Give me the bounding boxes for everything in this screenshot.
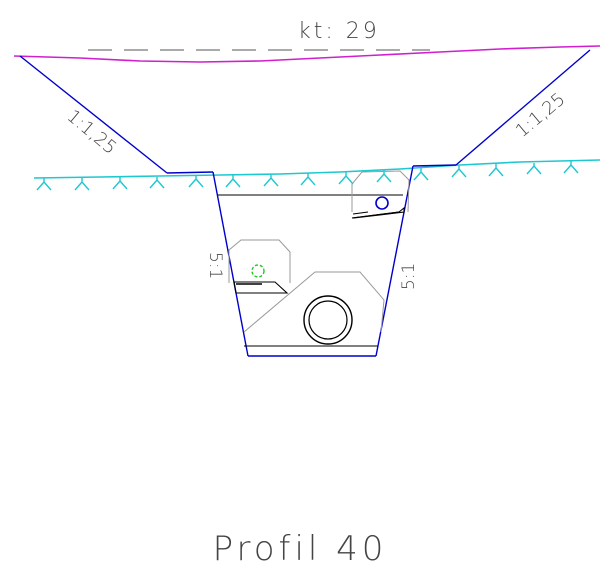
trench-slope-label-right: 5:1 — [399, 263, 419, 290]
cable-shelf — [233, 281, 289, 294]
cable-marker — [251, 264, 265, 278]
excavation-outline — [19, 49, 591, 357]
small-pipe — [375, 196, 389, 210]
terrain-surface-line — [13, 45, 601, 63]
trench-slope-label-left: 5:1 — [205, 252, 225, 279]
profile-title: Profil 40 — [213, 529, 388, 569]
main-pipe — [303, 295, 353, 345]
ground-symbols — [36, 161, 579, 191]
small-pipe-assembly — [351, 196, 405, 219]
ground-line — [33, 159, 601, 179]
level-label: kt: 29 — [298, 19, 380, 44]
cable-assembly — [233, 264, 289, 294]
slope-label-right: 1:1,25 — [512, 89, 570, 142]
fill-contours — [228, 170, 410, 333]
trench-structure — [218, 194, 403, 347]
